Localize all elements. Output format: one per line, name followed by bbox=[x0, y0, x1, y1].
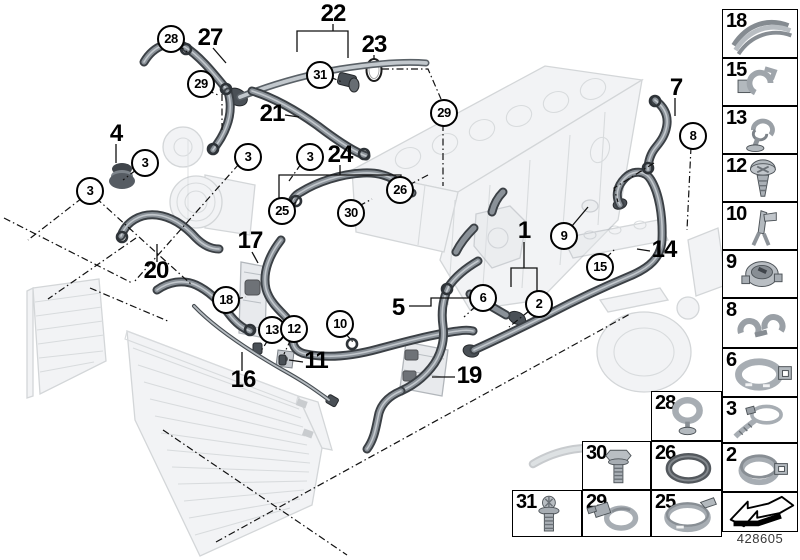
direction-arrow-icon bbox=[729, 495, 795, 528]
callout-circle-2[interactable]: 2 bbox=[525, 290, 553, 318]
callout-circle-25[interactable]: 25 bbox=[268, 197, 296, 225]
diagram-part-code: 428605 bbox=[736, 531, 784, 546]
callout-23[interactable]: 23 bbox=[361, 31, 388, 58]
part-box-9[interactable]: 9 bbox=[722, 250, 798, 298]
callout-19[interactable]: 19 bbox=[456, 362, 483, 389]
part-number: 6 bbox=[726, 349, 737, 371]
callout-16[interactable]: 16 bbox=[230, 366, 257, 393]
spring-clamp-icon bbox=[738, 454, 788, 486]
part-box-13[interactable]: 13 bbox=[722, 106, 798, 154]
torx-screw-icon bbox=[538, 495, 560, 532]
cable-clip-icon bbox=[746, 118, 775, 153]
part-number: 30 bbox=[586, 442, 607, 464]
heat-exchanger-ghost bbox=[26, 278, 107, 399]
engine-block-ghost bbox=[350, 65, 644, 311]
part-number: 13 bbox=[726, 107, 747, 129]
callout-circle-28[interactable]: 28 bbox=[157, 25, 185, 53]
callout-4[interactable]: 4 bbox=[109, 120, 123, 147]
part-box-26[interactable]: 26 bbox=[651, 441, 722, 490]
part-box-18[interactable]: 18 bbox=[722, 9, 798, 58]
callout-circle-29[interactable]: 29 bbox=[187, 70, 215, 98]
part-number: 9 bbox=[726, 251, 737, 273]
callout-circle-29[interactable]: 29 bbox=[430, 99, 458, 127]
callout-7[interactable]: 7 bbox=[669, 74, 683, 101]
worm-clamp-icon bbox=[586, 501, 639, 531]
part-box-28[interactable]: 28 bbox=[651, 391, 722, 441]
callout-circle-12[interactable]: 12 bbox=[280, 315, 308, 343]
callout-17[interactable]: 17 bbox=[237, 227, 264, 254]
part-box-8[interactable]: 8 bbox=[722, 298, 798, 348]
part-number: 15 bbox=[726, 59, 747, 81]
callout-circle-9[interactable]: 9 bbox=[550, 222, 578, 250]
thermostat-ghost bbox=[162, 126, 204, 236]
part-number: 10 bbox=[726, 203, 747, 225]
radiator-ghost bbox=[124, 330, 333, 557]
callout-24[interactable]: 24 bbox=[327, 141, 354, 168]
hex-bolt-icon bbox=[605, 449, 632, 484]
callout-1[interactable]: 1 bbox=[517, 217, 531, 244]
mount-4-part bbox=[109, 163, 135, 189]
part-box-30[interactable]: 30 bbox=[582, 441, 651, 490]
callout-circle-10[interactable]: 10 bbox=[326, 310, 354, 338]
callout-circle-3[interactable]: 3 bbox=[234, 143, 262, 171]
callout-circle-26[interactable]: 26 bbox=[386, 176, 414, 204]
strap-clamp-icon bbox=[733, 404, 783, 439]
callout-circle-6[interactable]: 6 bbox=[469, 284, 497, 312]
callout-circle-18[interactable]: 18 bbox=[212, 286, 240, 314]
rivet-12-part bbox=[278, 354, 287, 366]
part-number: 18 bbox=[726, 10, 747, 32]
mounting-rail-ghost bbox=[562, 199, 669, 259]
callout-5[interactable]: 5 bbox=[391, 294, 405, 321]
part-number: 31 bbox=[516, 491, 537, 513]
callout-27[interactable]: 27 bbox=[197, 24, 224, 51]
callout-circle-3[interactable]: 3 bbox=[76, 177, 104, 205]
coupling-icon bbox=[741, 261, 783, 287]
part-box-29[interactable]: 29 bbox=[582, 490, 651, 537]
part-box-31[interactable]: 31 bbox=[512, 490, 582, 537]
part-box-25[interactable]: 25 bbox=[651, 490, 722, 537]
callout-circle-8[interactable]: 8 bbox=[679, 122, 707, 150]
holder-clip-icon bbox=[737, 66, 778, 96]
expansion-tank-ghost bbox=[596, 227, 727, 393]
hose-guide-icon bbox=[731, 20, 793, 56]
part-box-12[interactable]: 12 bbox=[722, 154, 798, 202]
part-box-6[interactable]: 6 bbox=[722, 348, 798, 397]
part-box-10[interactable]: 10 bbox=[722, 202, 798, 250]
bracket-clip-icon bbox=[751, 210, 777, 246]
part-box-3[interactable]: 3 bbox=[722, 397, 798, 443]
thermostat-housing-ghost bbox=[473, 205, 527, 269]
callout-22[interactable]: 22 bbox=[320, 0, 347, 27]
part-number: 12 bbox=[726, 155, 747, 177]
callout-11[interactable]: 11 bbox=[304, 347, 328, 374]
holder-icon bbox=[672, 396, 703, 436]
callout-circle-31[interactable]: 31 bbox=[306, 61, 334, 89]
part-number: 28 bbox=[655, 392, 676, 414]
callout-circle-3[interactable]: 3 bbox=[296, 143, 324, 171]
callout-circle-3[interactable]: 3 bbox=[131, 149, 159, 177]
o-ring-icon bbox=[665, 453, 712, 484]
part-number: 3 bbox=[726, 398, 737, 420]
band-clamp-icon bbox=[735, 358, 792, 391]
double-clamp-icon bbox=[737, 314, 786, 338]
part-box-15[interactable]: 15 bbox=[722, 58, 798, 106]
part-box-2[interactable]: 2 bbox=[722, 443, 798, 492]
part-number: 8 bbox=[726, 299, 737, 321]
callout-circle-15[interactable]: 15 bbox=[586, 253, 614, 281]
part-number: 2 bbox=[726, 444, 737, 466]
callout-14[interactable]: 14 bbox=[651, 236, 678, 263]
callout-21[interactable]: 21 bbox=[259, 100, 286, 127]
coupling-31-part bbox=[336, 72, 360, 93]
water-pump-ghost bbox=[169, 174, 256, 236]
callout-circle-30[interactable]: 30 bbox=[337, 199, 365, 227]
large-clamp-icon bbox=[664, 497, 717, 533]
direction-arrow-box[interactable] bbox=[722, 492, 798, 532]
callout-20[interactable]: 20 bbox=[143, 257, 170, 284]
expanding-rivet-icon bbox=[749, 159, 776, 197]
